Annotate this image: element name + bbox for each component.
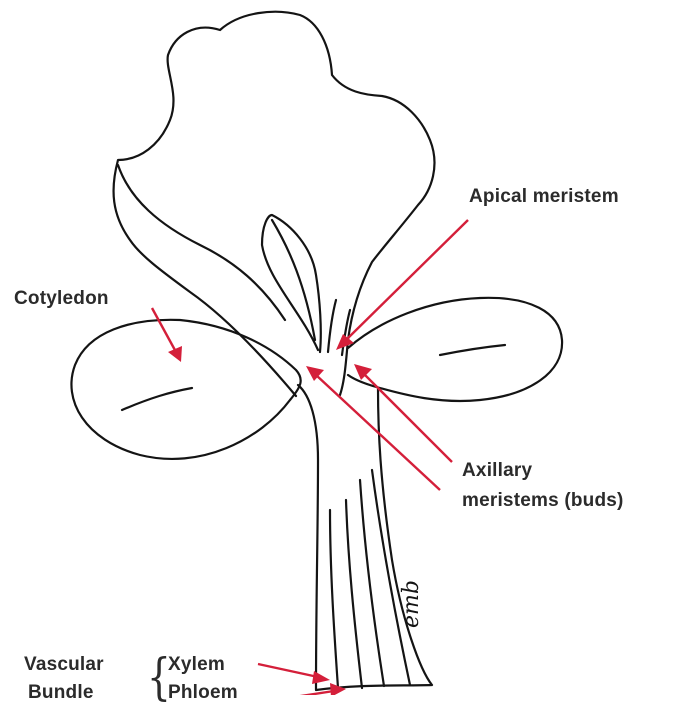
cotyledon-label: Cotyledon	[14, 288, 109, 310]
xylem-label: Xylem	[168, 654, 225, 676]
cotyledon-arrow	[152, 308, 182, 362]
phloem-label: Phloem	[168, 682, 238, 704]
young-leaf-outline	[262, 215, 321, 352]
vascular-lines	[330, 470, 410, 688]
leaf-fold-line	[118, 165, 285, 320]
axillary-arrow-right	[354, 364, 452, 462]
apical-meristem-arrow	[336, 220, 468, 350]
left-cotyledon-midvein	[122, 388, 192, 410]
xylem-arrow	[258, 664, 330, 684]
vascular-label-line2: Bundle	[28, 682, 94, 704]
true-leaves-outline	[114, 12, 435, 396]
young-leaf-midrib	[272, 220, 315, 340]
axillary-label-line2: meristems (buds)	[462, 490, 624, 512]
axillary-label-line1: Axillary	[462, 460, 532, 482]
right-cotyledon-midvein	[440, 345, 505, 355]
right-cotyledon-outline	[348, 298, 562, 401]
vascular-label-line1: Vascular	[24, 654, 104, 676]
phloem-arrow	[268, 683, 346, 695]
artist-signature: emb	[399, 580, 424, 628]
apical-meristem-label: Apical meristem	[469, 186, 619, 208]
